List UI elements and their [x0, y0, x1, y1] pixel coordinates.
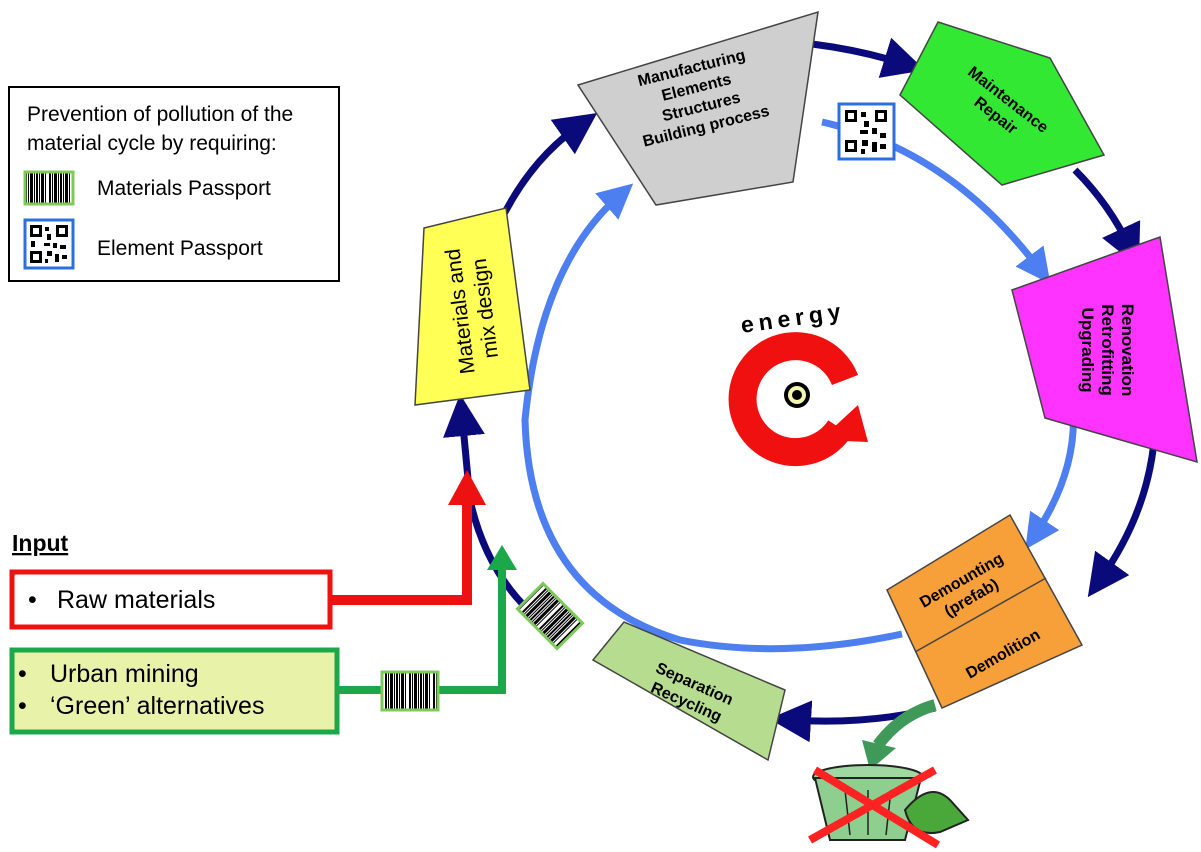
urban-mining-label: Urban mining	[50, 660, 199, 688]
stage-renovation: Renovation Retrofitting Upgrading	[1011, 235, 1198, 464]
qr-code-icon	[23, 218, 75, 270]
barcode-icon	[23, 170, 75, 206]
urban-mining-bullet: •	[18, 660, 27, 688]
energy-label: energy	[739, 298, 847, 338]
renovation-line3: Upgrading	[1078, 308, 1097, 393]
barcode-icon	[515, 581, 585, 651]
renovation-line2: Retrofitting	[1098, 304, 1117, 396]
trash-can-icon	[808, 699, 970, 849]
green-alternatives-bullet: •	[18, 692, 27, 720]
input-heading: Input	[12, 530, 69, 556]
qr-code-icon	[837, 102, 896, 161]
stage-demolition: Demounting (prefab) Demolition	[886, 513, 1084, 709]
legend-title-line1: Prevention of pollution of the	[27, 103, 293, 126]
renovation-line1: Renovation	[1118, 304, 1137, 397]
raw-materials-bullet: •	[28, 586, 37, 614]
green-alternatives-label: ‘Green’ alternatives	[50, 692, 264, 720]
stage-manufacturing: Manufacturing Elements Structures Buildi…	[576, 10, 819, 206]
raw-materials-label: Raw materials	[57, 586, 215, 614]
barcode-icon	[380, 670, 440, 712]
stage-materials-mix-design: Materials and mix design	[414, 207, 531, 406]
legend-element-passport: Element Passport	[97, 237, 263, 260]
green-input: • Urban mining • ‘Green’ alternatives	[9, 545, 517, 735]
energy-symbol: energy	[728, 298, 868, 467]
legend-materials-passport: Materials Passport	[97, 177, 271, 200]
legend-title-line2: material cycle by requiring:	[27, 132, 277, 155]
legend-box: Prevention of pollution of the material …	[8, 86, 340, 282]
stage-maintenance: Maintenance Repair	[899, 21, 1106, 186]
raw-materials-input: • Raw materials	[9, 470, 486, 630]
